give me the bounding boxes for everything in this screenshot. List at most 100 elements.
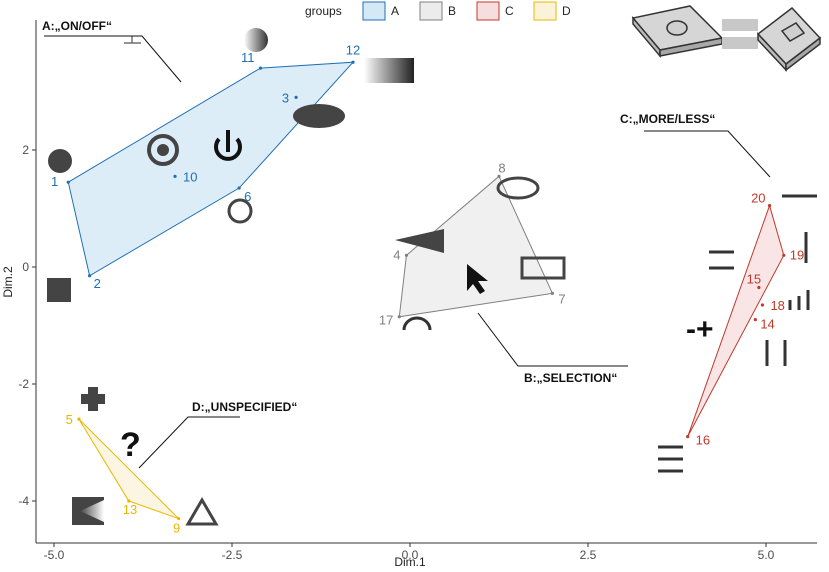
point-3 — [294, 95, 298, 99]
point-label-15: 15 — [747, 271, 761, 286]
annotation-c: C:„MORE/LESS“ — [620, 112, 715, 126]
point-18 — [760, 303, 765, 307]
point-label-12: 12 — [346, 42, 360, 57]
point-label-16: 16 — [696, 433, 710, 448]
group-hulls — [67, 61, 785, 520]
annotation-d: D:„UNSPECIFIED“ — [192, 400, 297, 414]
point-label-3: 3 — [282, 90, 289, 105]
legend-key-B — [419, 1, 443, 21]
cursor-icon — [467, 264, 488, 294]
target-dot-icon — [157, 144, 169, 156]
legend-label-B: B — [448, 4, 456, 18]
point-label-20: 20 — [751, 191, 765, 206]
point-17 — [397, 315, 401, 319]
legend-key-C — [476, 1, 500, 21]
point-16 — [686, 435, 690, 439]
point-5 — [77, 417, 81, 421]
legend-key-D — [533, 1, 557, 21]
power-icon — [214, 130, 242, 161]
point-label-8: 8 — [498, 160, 505, 175]
x-tick-label: -5.0 — [44, 548, 65, 562]
annotation-b-leader — [477, 312, 628, 367]
hull-group-A — [67, 61, 355, 277]
point-12 — [351, 60, 355, 64]
empty-rectangle-icon — [520, 256, 566, 280]
x-axis-title: Dim.1 — [394, 555, 426, 569]
point-label-14: 14 — [760, 317, 774, 332]
empty-circle-icon — [227, 198, 253, 224]
y-tick-label: -2 — [18, 377, 29, 391]
annotation-a: A:„ON/OFF“ — [42, 19, 112, 33]
left-triangle-icon — [395, 229, 444, 253]
point-6 — [237, 186, 241, 190]
point-label-5: 5 — [66, 412, 73, 427]
triple-line-icon — [658, 445, 683, 473]
point-9 — [177, 516, 181, 521]
annotation-c-leader — [644, 130, 771, 178]
empty-triangle-icon — [185, 497, 219, 526]
empty-ellipse-icon — [496, 176, 540, 200]
point-label-6: 6 — [244, 189, 251, 204]
rising-bars-icon — [788, 290, 810, 310]
question-mark-icon: ? — [120, 426, 141, 464]
pictograms: -+ ? — [47, 5, 822, 526]
point-label-2: 2 — [94, 276, 101, 291]
point-7 — [550, 291, 555, 295]
annotation-a-leader — [44, 35, 182, 83]
point-2 — [88, 274, 92, 278]
plus-shape-icon — [81, 387, 105, 411]
filled-circle-icon — [48, 149, 72, 173]
point-15 — [757, 285, 761, 290]
x-tick-label: 2.5 — [580, 548, 597, 562]
point-label-9: 9 — [173, 521, 180, 536]
annotations: A:„ON/OFF“ B:„SELECTION“ C:„MORE/LESS“ D… — [42, 19, 771, 469]
point-14 — [753, 318, 757, 322]
minus-plus-icon: -+ — [686, 313, 714, 346]
annotation-d-leader — [138, 416, 240, 469]
x-tick-label: 5.0 — [758, 548, 775, 562]
target-ring-icon — [147, 134, 179, 166]
filled-square-icon — [47, 278, 71, 302]
legend-label-C: C — [505, 4, 514, 18]
point-11 — [258, 66, 263, 70]
y-tick-label: 2 — [22, 143, 29, 157]
point-label-4: 4 — [393, 247, 400, 262]
x-tick-label: -2.5 — [222, 548, 243, 562]
double-line-icon — [709, 250, 734, 270]
arc-icon — [402, 316, 432, 331]
point-label-10: 10 — [183, 169, 197, 184]
point-8 — [497, 174, 501, 178]
y-axis-title: Dim.2 — [1, 266, 15, 298]
point-label-7: 7 — [558, 291, 565, 306]
gradient-triangle-icon — [80, 500, 104, 522]
legend-title: groups — [305, 4, 342, 18]
point-13 — [127, 499, 131, 503]
gradient-bar-icon — [364, 58, 414, 83]
double-vertical-bars-icon — [765, 340, 787, 366]
point-20 — [767, 203, 772, 208]
point-label-11: 11 — [241, 50, 255, 65]
legend-label-A: A — [391, 4, 399, 18]
device-illustration — [631, 5, 822, 72]
legend-key-A — [362, 1, 386, 21]
gradient-circle-icon — [244, 28, 268, 52]
filled-ellipse-icon — [293, 104, 345, 128]
y-tick-label: 0 — [22, 260, 29, 274]
point-label-18: 18 — [770, 298, 784, 313]
point-10 — [173, 174, 177, 178]
point-label-19: 19 — [790, 247, 804, 262]
point-label-13: 13 — [123, 502, 137, 517]
point-label-1: 1 — [51, 174, 58, 189]
hull-group-C — [687, 203, 785, 437]
point-1 — [66, 180, 70, 184]
annotation-b: B:„SELECTION“ — [524, 371, 617, 385]
axes — [35, 20, 817, 544]
point-19 — [782, 253, 786, 257]
hull-group-D — [78, 418, 179, 520]
y-tick-label: -4 — [18, 494, 29, 508]
y-ticks: -4 -2 0 2 — [18, 143, 36, 508]
